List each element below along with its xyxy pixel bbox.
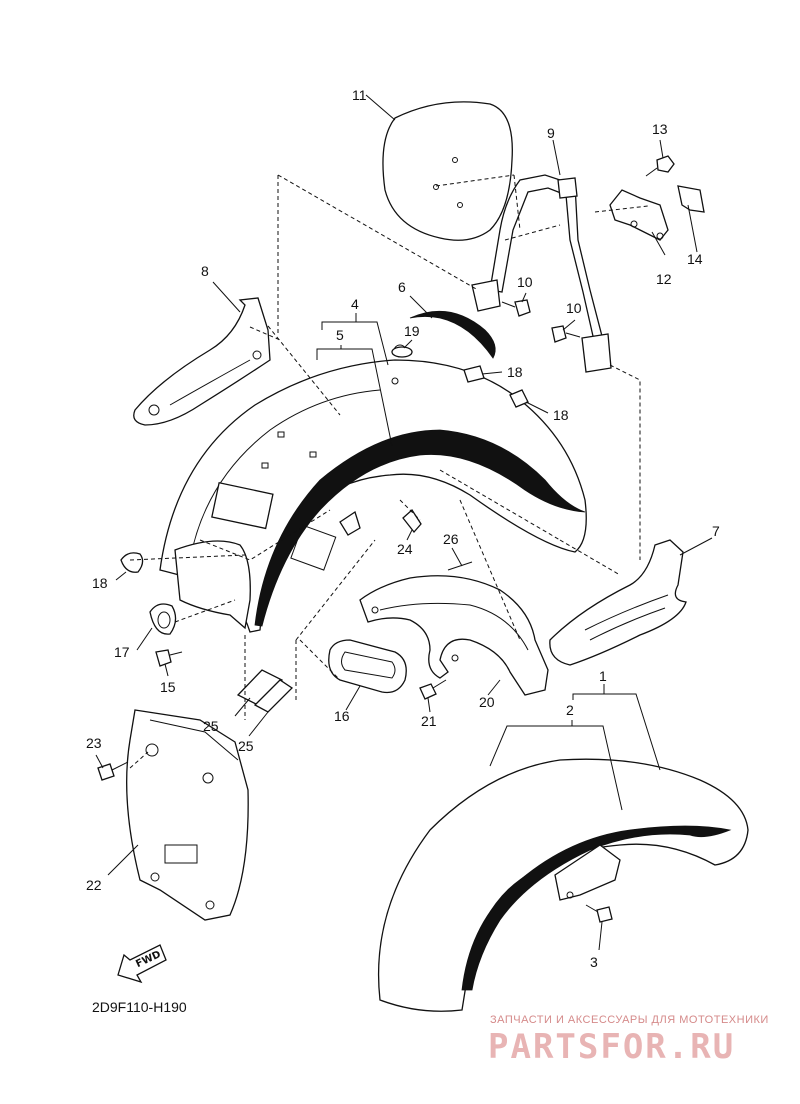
callout-7: 7	[712, 523, 720, 539]
callout-2: 2	[566, 702, 574, 718]
bracket-bolt	[645, 155, 675, 177]
callout-10-upper: 10	[517, 274, 533, 290]
watermark: ЗАПЧАСТИ И АКСЕССУАРЫ ДЛЯ МОТОТЕХНИКИ PA…	[488, 1014, 769, 1067]
callout-10-lower: 10	[566, 300, 582, 316]
inner-fender	[359, 575, 549, 696]
assembly-lines	[129, 174, 649, 769]
callout-3: 3	[590, 954, 598, 970]
callout-13: 13	[652, 121, 668, 137]
callout-25-a: 25	[203, 718, 219, 734]
callout-19: 19	[404, 323, 420, 339]
callout-12: 12	[656, 271, 672, 287]
callout-1: 1	[599, 668, 607, 684]
callout-18-right: 18	[553, 407, 569, 423]
bolt-upper	[501, 299, 531, 317]
callout-15: 15	[160, 679, 176, 695]
backrest-bracket	[609, 189, 669, 241]
rear-fender	[159, 344, 587, 633]
backrest-bar	[471, 174, 612, 373]
screw-23	[97, 761, 129, 781]
callout-4: 4	[351, 296, 359, 312]
side-rail-right	[549, 539, 687, 666]
bolt-3	[585, 904, 613, 923]
side-cover	[126, 709, 249, 921]
callout-23: 23	[86, 735, 102, 751]
washer	[391, 346, 413, 358]
bolt-21	[419, 679, 447, 700]
callout-17: 17	[114, 644, 130, 660]
callout-25-b: 25	[238, 738, 254, 754]
callout-26: 26	[443, 531, 459, 547]
callout-11: 11	[352, 87, 367, 103]
side-rail-left	[133, 297, 271, 426]
callout-24: 24	[397, 541, 413, 557]
callout-6: 6	[398, 279, 406, 295]
watermark-brand: PARTSFOR.RU	[488, 1027, 735, 1067]
callout-21: 21	[421, 713, 437, 729]
callout-20: 20	[479, 694, 495, 710]
diagram-code: 2D9F110-H190	[92, 999, 187, 1015]
callout-22: 22	[86, 877, 102, 893]
grommet-large	[149, 603, 177, 635]
clip	[402, 509, 422, 534]
leader-lines	[95, 94, 713, 951]
forward-arrow: FWD	[117, 944, 167, 984]
bracket-rubber	[677, 185, 705, 213]
callout-18-top: 18	[507, 364, 523, 380]
backrest-pad	[382, 101, 513, 241]
callout-18-left: 18	[92, 575, 108, 591]
callout-14: 14	[687, 251, 703, 267]
grommet-left	[120, 552, 144, 573]
fender-emblem	[409, 310, 496, 359]
grommet-right	[509, 389, 529, 408]
watermark-tagline: ЗАПЧАСТИ И АКСЕССУАРЫ ДЛЯ МОТОТЕХНИКИ	[490, 1014, 769, 1026]
front-fender	[377, 758, 749, 1012]
callouts: 11 9 13 12 14 10 10 8 6 4 5 19 18 18 18 …	[86, 87, 720, 970]
grommet-top	[463, 365, 485, 383]
reflector-pads	[236, 669, 294, 713]
bolt-lower	[551, 325, 581, 343]
license-plate-frame	[328, 639, 407, 694]
callout-8: 8	[201, 263, 209, 279]
callout-9: 9	[547, 125, 555, 141]
callout-16: 16	[334, 708, 350, 724]
callout-5: 5	[336, 327, 344, 343]
screw-15	[155, 649, 183, 667]
